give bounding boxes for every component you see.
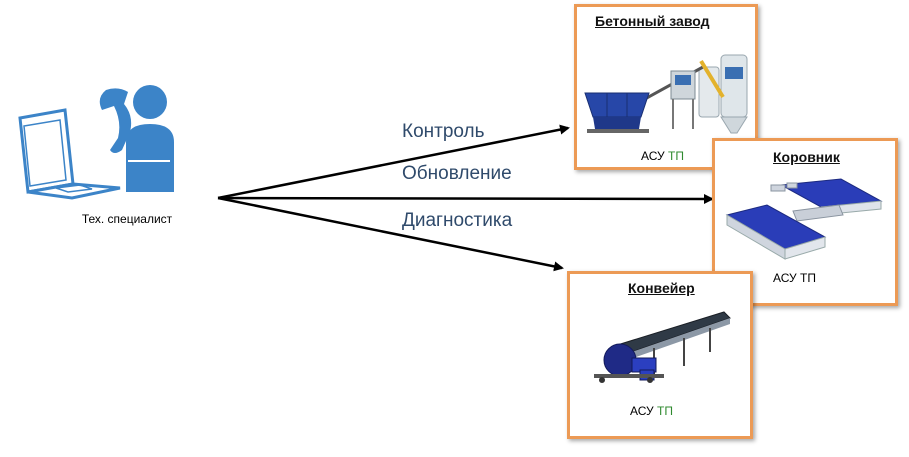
tp-label: ТП [799,271,816,285]
asu-label: АСУ [630,404,654,418]
card-footer-cowshed: АСУ ТП [773,271,816,285]
card-footer-conveyor: АСУ ТП [630,404,673,418]
tp-label: ТП [667,149,684,163]
card-title-conveyor: Конвейер [628,280,695,296]
asu-label: АСУ [641,149,665,163]
arrow-label-control: Контроль [402,121,485,142]
arrow-control [217,124,570,200]
laptop-icon [18,108,121,200]
technician-group [10,80,210,210]
tp-label: ТП [656,404,673,418]
arrow-label-update: Обновление [402,163,512,184]
asu-label: АСУ [773,271,797,285]
conveyor-icon [594,311,731,383]
concrete-plant-icon [584,54,748,134]
arrow-label-diagnostics: Диагностика [402,210,513,231]
arrow-update [217,193,714,204]
arrow-diagnostics [217,196,564,272]
card-conveyor[interactable]: Конвейер АСУ ТП [567,271,753,439]
card-title-cowshed: Коровник [773,149,840,165]
cowshed-icon [725,178,883,260]
wrench-icon [99,88,132,153]
card-concrete-plant[interactable]: Бетонный завод АСУ ТП [574,4,758,170]
technician-label: Тех. специалист [81,212,173,226]
card-title-concrete-plant: Бетонный завод [595,13,710,29]
person-icon [126,85,174,192]
card-footer-concrete-plant: АСУ ТП [641,149,684,163]
technician-icons [18,85,174,200]
